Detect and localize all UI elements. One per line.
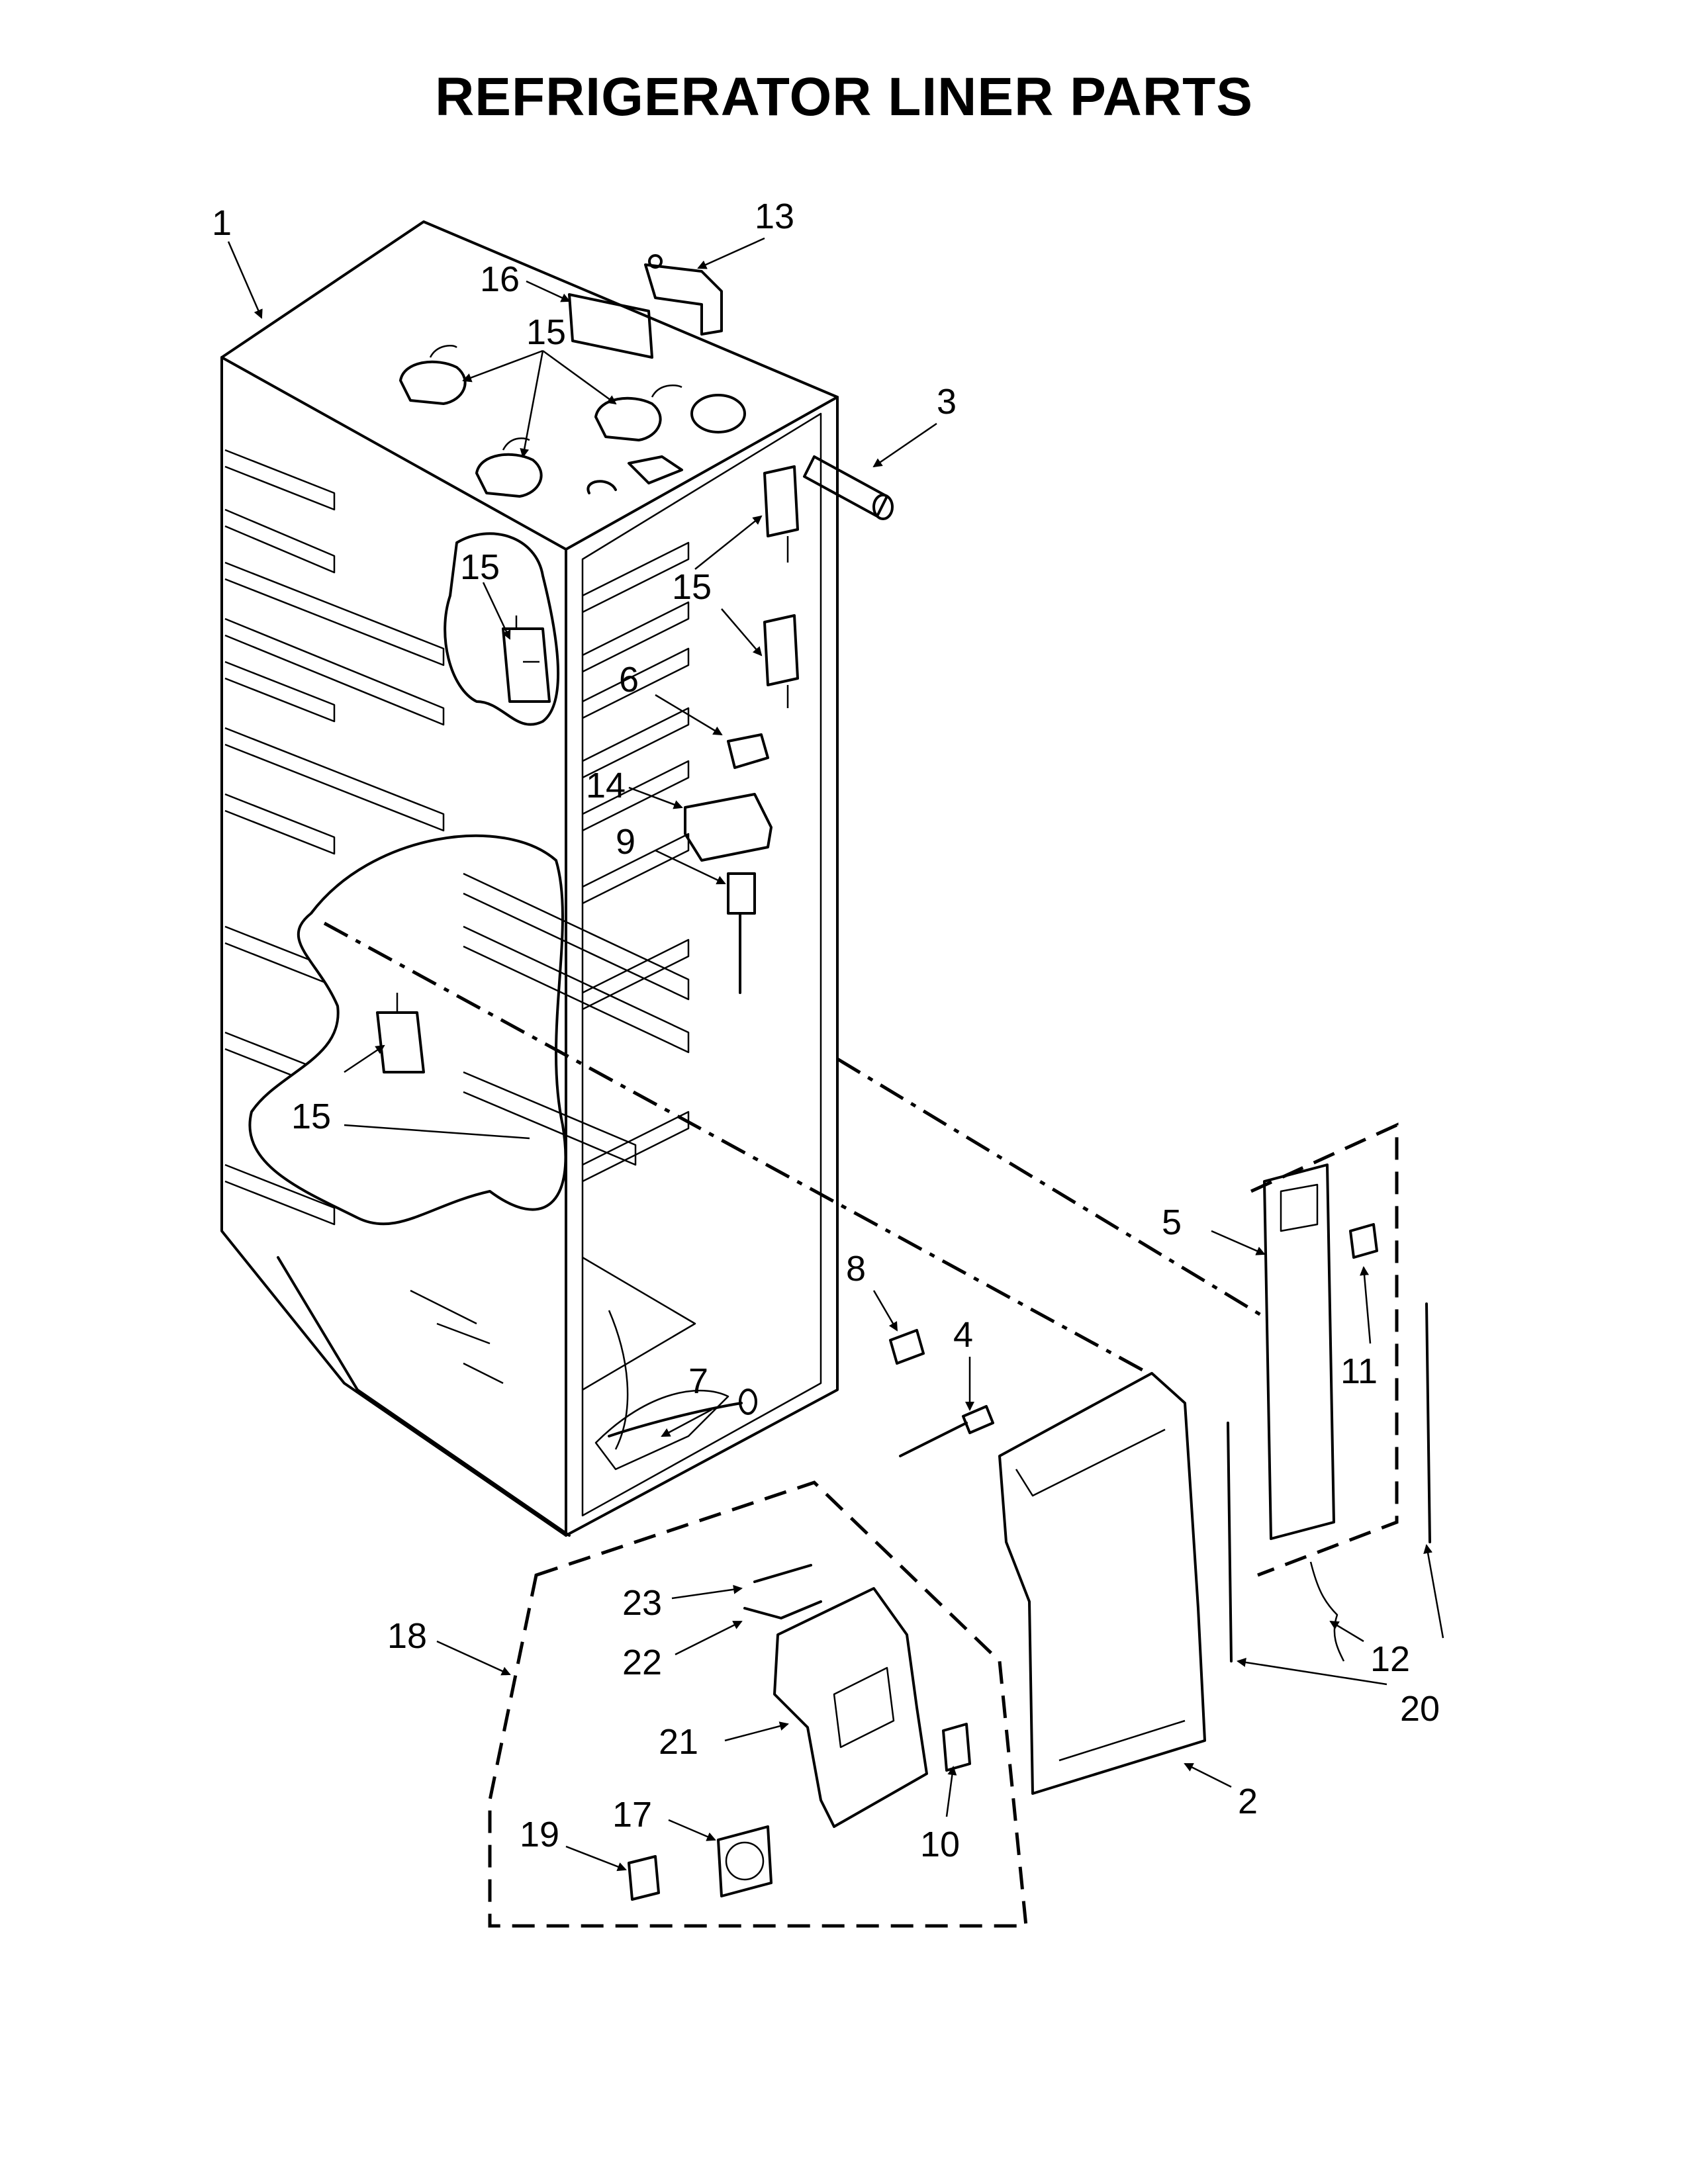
callout-3: 3 — [937, 382, 957, 422]
shroud-part-21 — [773, 1587, 928, 1828]
callout-15-top: 15 — [526, 312, 566, 352]
callout-15-lower: 15 — [291, 1097, 331, 1136]
sensor-part-9 — [727, 872, 756, 994]
callout-9: 9 — [616, 822, 635, 862]
page-title: REFRIGERATOR LINER PARTS — [435, 67, 1253, 127]
part-10 — [942, 1723, 971, 1772]
callout-6: 6 — [619, 660, 639, 700]
housing-top-left — [399, 345, 467, 405]
callout-19: 19 — [520, 1815, 559, 1854]
callout-23: 23 — [622, 1583, 662, 1623]
housing-cutout-upper — [502, 615, 551, 703]
callout-labels: 1 13 16 15 3 15 15 6 14 9 15 7 8 4 5 11 … — [212, 197, 1440, 1864]
callout-2: 2 — [1238, 1782, 1258, 1821]
callout-21: 21 — [659, 1722, 698, 1762]
callout-15-wall: 15 — [672, 567, 712, 607]
callout-13: 13 — [755, 197, 794, 236]
housing-top-center — [475, 437, 543, 498]
strip-part-20-right — [1425, 1302, 1431, 1543]
fan-part-17 — [717, 1825, 773, 1897]
callout-16: 16 — [480, 259, 520, 299]
callout-1: 1 — [212, 203, 232, 243]
strip-part-22 — [743, 1600, 822, 1619]
leader-lines — [227, 237, 1444, 1872]
clip-part-6 — [727, 733, 769, 769]
callout-10: 10 — [920, 1825, 960, 1864]
callout-17: 17 — [612, 1795, 652, 1835]
housing-wall-upper — [763, 465, 799, 563]
cap-part-8 — [889, 1329, 925, 1365]
cover-part-2 — [998, 1372, 1206, 1795]
callout-18: 18 — [387, 1616, 427, 1656]
liner-cabinet — [220, 220, 839, 1537]
callout-15-cutout: 15 — [460, 547, 500, 587]
callout-20: 20 — [1400, 1689, 1440, 1729]
housing-wall-lower — [763, 614, 799, 708]
callout-4: 4 — [953, 1315, 973, 1355]
callout-8: 8 — [846, 1249, 866, 1289]
alignment-lines — [323, 921, 1399, 1577]
fan-group-outline — [488, 1480, 1028, 1928]
strip-part-20-left — [1227, 1422, 1233, 1662]
callout-14: 14 — [586, 766, 626, 805]
bracket-part-13 — [644, 254, 723, 336]
callout-11: 11 — [1340, 1351, 1378, 1391]
wire-part-12 — [1309, 1561, 1345, 1662]
tube-part-7 — [608, 1310, 757, 1450]
callout-12: 12 — [1370, 1639, 1410, 1679]
panel-part-5 — [1263, 1163, 1378, 1540]
strip-part-23 — [753, 1564, 812, 1583]
callout-7: 7 — [688, 1361, 708, 1401]
label-part-16 — [568, 293, 653, 359]
callout-5: 5 — [1162, 1203, 1182, 1242]
filter-part-3 — [803, 455, 894, 520]
housing-part-14 — [684, 793, 773, 862]
part-19 — [628, 1855, 660, 1901]
housing-top-right — [594, 385, 682, 441]
callout-22: 22 — [622, 1643, 662, 1682]
probe-part-4 — [899, 1405, 994, 1457]
